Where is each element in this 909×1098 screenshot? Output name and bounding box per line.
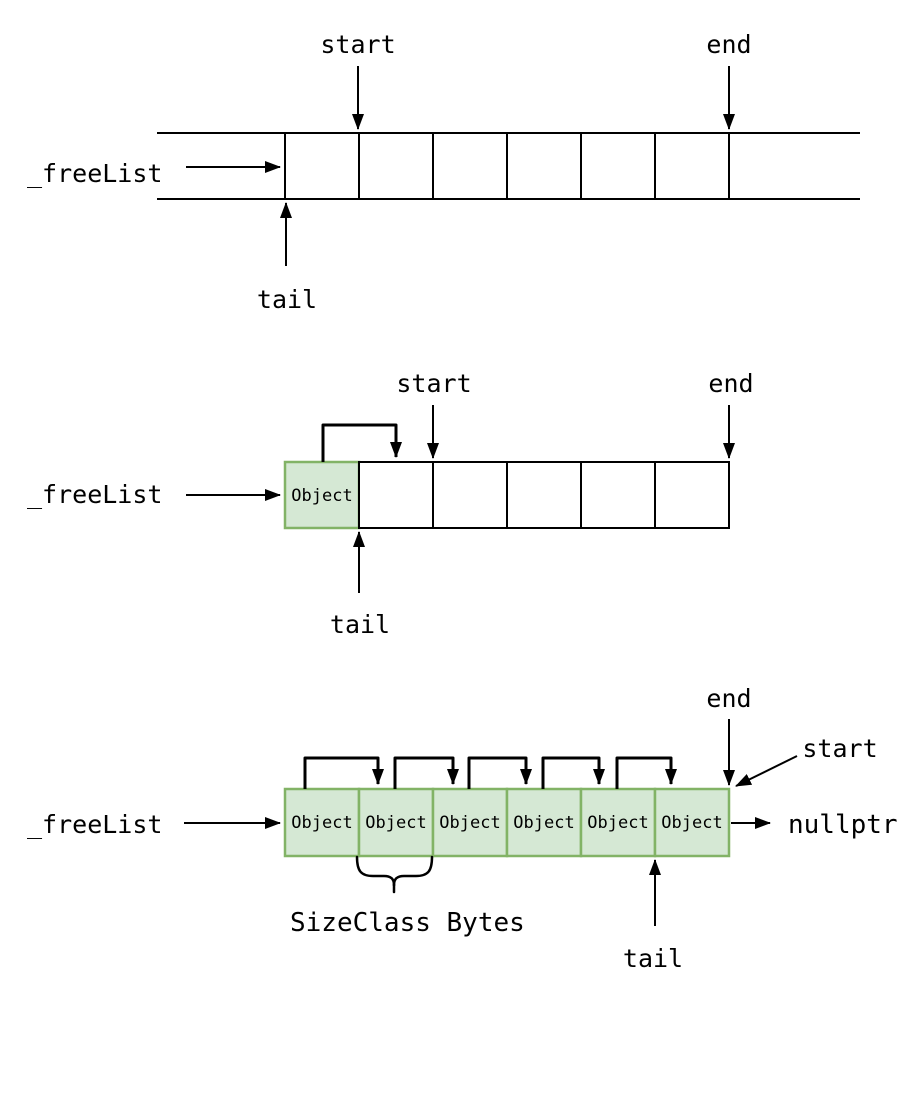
object-label: Object bbox=[587, 813, 648, 833]
end-label: end bbox=[706, 30, 751, 59]
end-label: end bbox=[706, 684, 751, 713]
free-span bbox=[358, 461, 730, 529]
freelist-label: _freeList bbox=[27, 159, 162, 188]
diagram-2-one-object: Object start end _freeList tail bbox=[27, 369, 754, 639]
next-pointer-hook-arrow bbox=[303, 756, 384, 789]
start-label: start bbox=[802, 734, 877, 763]
nullptr-label: nullptr bbox=[788, 810, 898, 840]
sizeclass-bytes-label: SizeClass Bytes bbox=[290, 908, 525, 938]
next-pointer-hook-arrow bbox=[615, 756, 677, 789]
diagram-3-full-freelist: Object Object Object Object Object Objec… bbox=[27, 684, 898, 973]
object-label: Object bbox=[365, 813, 426, 833]
tail-label: tail bbox=[330, 610, 390, 639]
start-label: start bbox=[320, 30, 395, 59]
tail-label: tail bbox=[257, 285, 317, 314]
next-pointer-hook-arrows bbox=[303, 756, 677, 789]
start-label: start bbox=[396, 369, 471, 398]
start-pointer-arrow bbox=[735, 755, 798, 787]
object-cell bbox=[505, 787, 583, 858]
freelist-label: _freeList bbox=[27, 810, 162, 839]
object-label: Object bbox=[513, 813, 574, 833]
cell-dividers bbox=[284, 133, 730, 199]
next-pointer-hook-arrow bbox=[467, 756, 532, 789]
diagram-1-empty-span: start end _freeList tail bbox=[27, 30, 860, 314]
tail-label: tail bbox=[623, 944, 683, 973]
object-cell bbox=[653, 787, 731, 858]
next-pointer-hook-arrow bbox=[321, 423, 402, 462]
cell-dividers bbox=[432, 462, 656, 528]
object-label: Object bbox=[291, 486, 352, 506]
sizeclass-brace bbox=[355, 855, 434, 894]
next-pointer-hook-arrow bbox=[541, 756, 605, 789]
object-cell-labels: Object Object Object Object Object Objec… bbox=[291, 813, 722, 833]
next-pointer-hook-arrow bbox=[393, 756, 459, 789]
object-label: Object bbox=[439, 813, 500, 833]
object-label: Object bbox=[291, 813, 352, 833]
end-label: end bbox=[708, 369, 753, 398]
object-cell bbox=[579, 787, 657, 858]
freelist-label: _freeList bbox=[27, 480, 162, 509]
object-label: Object bbox=[661, 813, 722, 833]
